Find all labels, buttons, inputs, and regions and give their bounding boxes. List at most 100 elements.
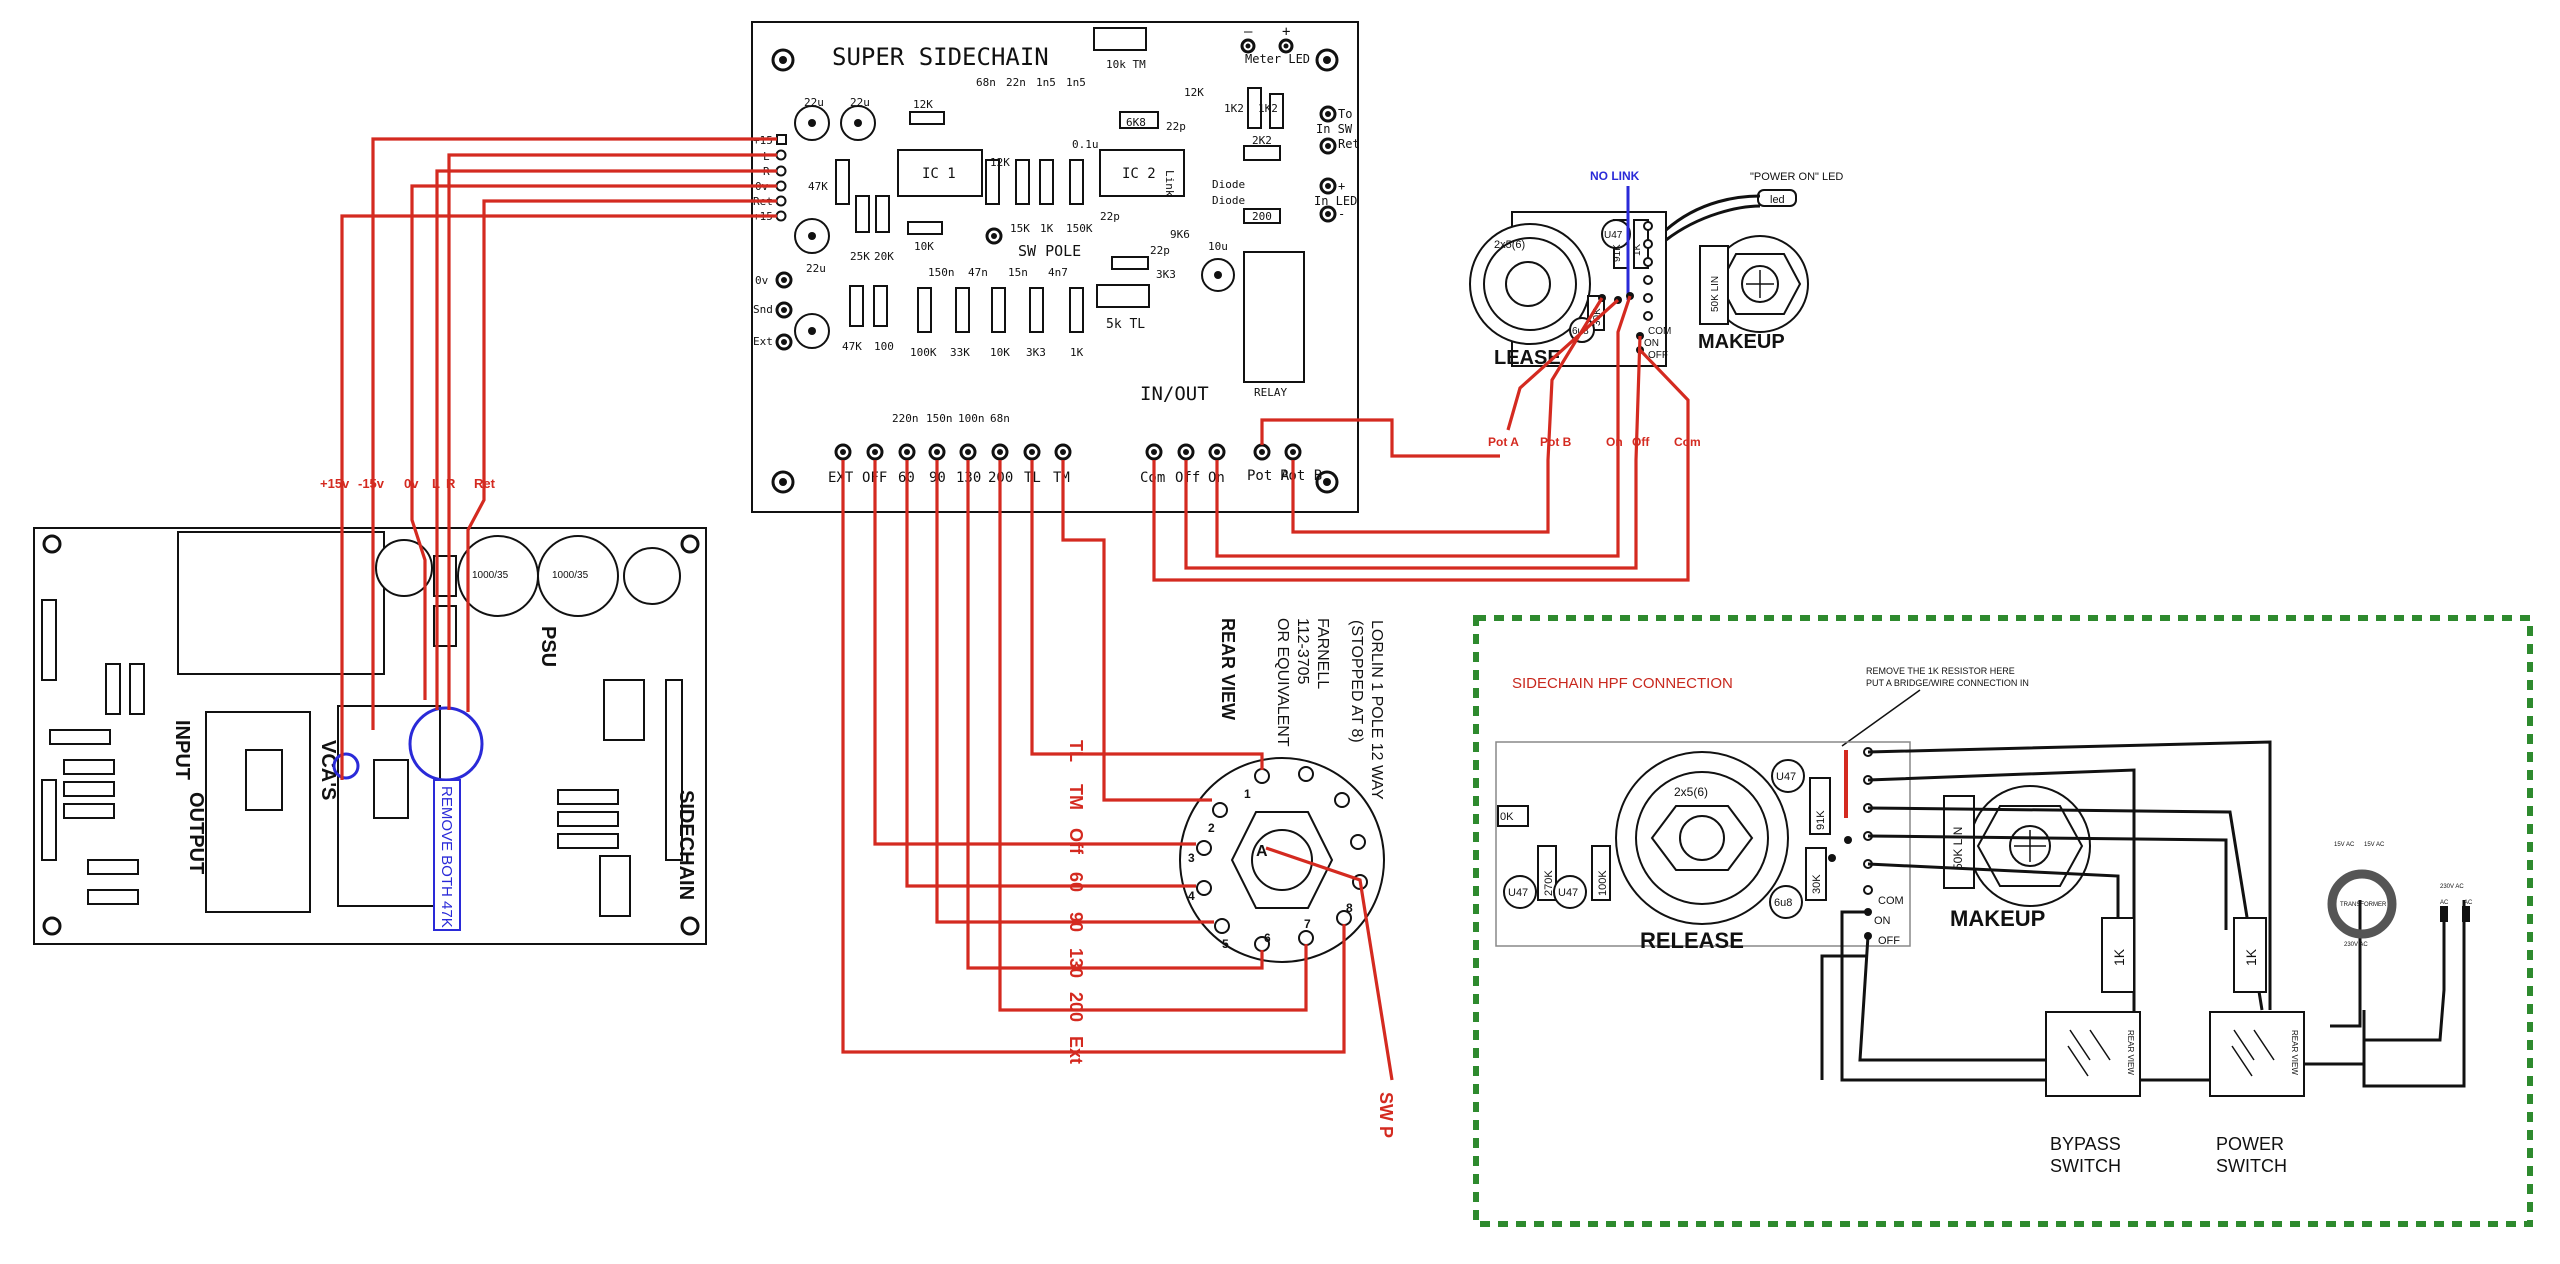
part-label: 1K bbox=[1040, 222, 1054, 235]
pin-number: 7 bbox=[1304, 917, 1311, 931]
ic1-label: IC 1 bbox=[922, 166, 956, 182]
part-label: 10K bbox=[914, 240, 934, 253]
ic1: IC 1 bbox=[897, 149, 983, 197]
power-switch-line-1: POWER bbox=[2216, 1134, 2284, 1154]
led-label: led bbox=[1770, 194, 1785, 206]
hpf-part-label: U47 bbox=[1558, 887, 1578, 899]
hpf-switch-label: ON bbox=[1874, 915, 1891, 927]
switch-pin-numbers: 1 2 3 4 5 6 7 8 bbox=[1188, 787, 1353, 951]
part-label: 3K3 bbox=[1026, 346, 1046, 359]
pin-label: Off bbox=[1175, 470, 1200, 486]
part-label: 47K bbox=[842, 340, 862, 353]
pin-label: In SW bbox=[1316, 122, 1353, 136]
part-label: 1K2 bbox=[1258, 102, 1278, 115]
hpf-note-line-1: REMOVE THE 1K RESISTOR HERE bbox=[1866, 666, 2015, 676]
switch-label: COM bbox=[1648, 326, 1671, 337]
meter-led-label: Meter LED bbox=[1245, 52, 1310, 66]
switch-label: OFF bbox=[1648, 350, 1668, 361]
sk-tl-label: 5k TL bbox=[1106, 317, 1145, 332]
part-label: 15K bbox=[1010, 222, 1030, 235]
part-label: Diode bbox=[1212, 178, 1245, 191]
hpf-part-label: 30K bbox=[1811, 874, 1823, 894]
switch-pin-circles bbox=[1196, 766, 1368, 952]
part-label: 91K bbox=[1612, 244, 1623, 262]
svg-text:+: + bbox=[1282, 24, 1290, 40]
electrolytic-caps: 22u 22u 22u 10u bbox=[794, 96, 1235, 349]
hpf-rear-view-label: REAR VIEW bbox=[2126, 1030, 2135, 1075]
hpf-resistor-label: 1K bbox=[2111, 948, 2127, 966]
voltage-label: -15v bbox=[358, 476, 385, 491]
rotary-switch: A 1 2 3 4 5 6 7 8 LORLIN 1 POLE 12 WAY ( bbox=[1179, 618, 1385, 963]
switch-part-line-2: 112-3705 bbox=[1294, 618, 1311, 685]
part-label: U47 bbox=[1604, 230, 1623, 241]
pin-label: Ret bbox=[1338, 137, 1360, 151]
hpf-switch-label: COM bbox=[1878, 895, 1904, 907]
position-label: Ext bbox=[1066, 1036, 1086, 1064]
part-label: 1K2 bbox=[1224, 102, 1244, 115]
switch-heading-line-1: LORLIN 1 POLE 12 WAY bbox=[1368, 620, 1385, 800]
release-wires bbox=[1152, 295, 1690, 582]
hpf-rear-view-label: REAR VIEW bbox=[2290, 1030, 2299, 1075]
bypass-switch-line-2: SWITCH bbox=[2050, 1156, 2121, 1176]
part-label: 22n bbox=[1006, 76, 1026, 89]
part-label: 22p bbox=[1100, 210, 1120, 223]
hpf-part-label: 91K bbox=[1815, 810, 1827, 830]
part-label: 1K bbox=[1632, 243, 1643, 256]
pin-label: Pot B bbox=[1280, 468, 1322, 484]
power-on-led-label: "POWER ON" LED bbox=[1750, 171, 1843, 183]
relay-label: RELAY bbox=[1254, 386, 1287, 399]
position-label: 90 bbox=[1066, 912, 1086, 932]
part-label: 22u bbox=[850, 96, 870, 109]
left-pin-pads bbox=[775, 134, 793, 351]
part-label: 10K bbox=[990, 346, 1010, 359]
pin-label: EXT bbox=[828, 470, 854, 486]
switch-heading-line-2: (STOPPED AT 8) bbox=[1348, 620, 1365, 743]
voltage-label: Ret bbox=[474, 476, 496, 491]
rotary-position-labels: TL TM Off 60 90 130 200 Ext SW P bbox=[1066, 740, 1396, 1138]
supply-wires bbox=[340, 137, 777, 780]
sw-pole-label: SW POLE bbox=[1018, 242, 1081, 260]
part-label: 150n bbox=[926, 412, 953, 425]
part-label: 220n bbox=[892, 412, 919, 425]
hpf-note-line-2: PUT A BRIDGE/WIRE CONNECTION IN bbox=[1866, 678, 2029, 688]
part-label: 10u bbox=[1208, 240, 1228, 253]
pin-label: Ext bbox=[753, 335, 773, 348]
part-label: 12K bbox=[913, 98, 933, 111]
pin-number: 3 bbox=[1188, 851, 1195, 865]
left-main-board: 1000/35 1000/35 INPUT OUTPUT VCA'S PSU S… bbox=[33, 527, 707, 945]
release-wire-labels: Pot A Pot B On Off Com bbox=[1488, 435, 1701, 449]
svg-text:–: – bbox=[1244, 24, 1253, 40]
rotary-switch-wires bbox=[841, 460, 1394, 1081]
hpf-part-label: 100K bbox=[1597, 870, 1609, 896]
ac-label: AC bbox=[2440, 900, 2449, 906]
position-label: TL bbox=[1066, 740, 1086, 762]
hpf-part-label: U47 bbox=[1508, 887, 1528, 899]
hpf-release-label: RELEASE bbox=[1640, 928, 1744, 953]
ac-label: 230V AC bbox=[2344, 942, 2368, 948]
part-label: 10k TM bbox=[1106, 58, 1146, 71]
switch-center-label: A bbox=[1256, 843, 1268, 860]
in-out-label: IN/OUT bbox=[1140, 383, 1209, 405]
pin-label: Pot A bbox=[1247, 468, 1290, 484]
position-label: 200 bbox=[1066, 992, 1086, 1022]
hpf-part-label: 2x5(6) bbox=[1674, 785, 1708, 799]
ac-label: 230V AC bbox=[2440, 884, 2464, 890]
part-label: 100 bbox=[874, 340, 894, 353]
hpf-makeup-label: MAKEUP bbox=[1950, 906, 2045, 931]
release-makeup-board: NO LINK "POWER ON" LED led 2x5(6) U47 91… bbox=[1469, 169, 1843, 369]
part-label: 100n bbox=[958, 412, 985, 425]
pin-label: + bbox=[1338, 179, 1345, 193]
hpf-part-label: 0K bbox=[1500, 811, 1514, 823]
part-label: 22p bbox=[1150, 244, 1170, 257]
wire-label: Off bbox=[1632, 435, 1650, 449]
switch-part-line-3: OR EQUIVALENT bbox=[1274, 618, 1291, 747]
pin-number: 2 bbox=[1208, 821, 1215, 835]
pin-number: 5 bbox=[1222, 937, 1229, 951]
position-label: Off bbox=[1066, 828, 1086, 855]
part-label: 2x5(6) bbox=[1494, 239, 1525, 251]
pin-label: 0v bbox=[755, 274, 769, 287]
section-label: PSU bbox=[537, 626, 559, 667]
hpf-part-label: 6u8 bbox=[1774, 897, 1792, 909]
power-switch-line-2: SWITCH bbox=[2216, 1156, 2287, 1176]
